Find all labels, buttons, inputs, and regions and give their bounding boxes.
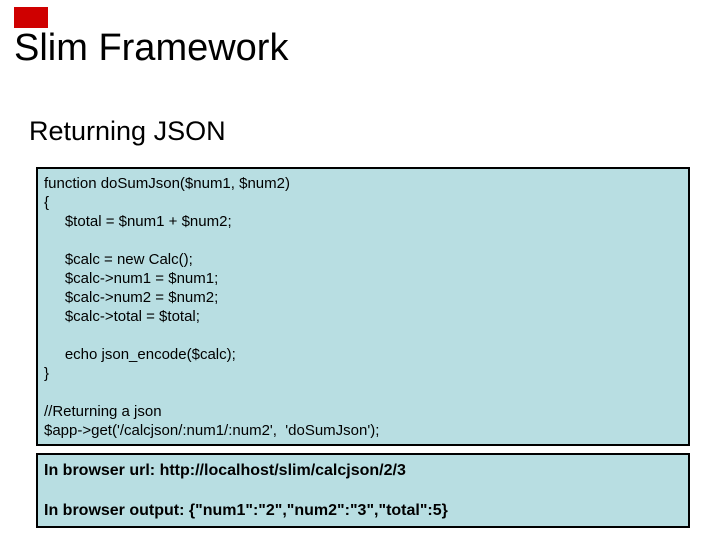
code-line: $calc = new Calc(); [44,251,193,268]
code-line: } [44,365,50,382]
code-line: $calc->num2 = $num2; [44,289,219,306]
result-box: In browser url: http://localhost/slim/ca… [36,453,690,528]
red-accent-rect [14,7,48,28]
code-line [44,383,682,402]
code-line: echo json_encode($calc); [44,346,236,363]
code-box: function doSumJson($num1, $num2) { $tota… [36,167,690,446]
slide-title: Slim Framework [14,27,289,69]
code-line: $app->get('/calcjson/:num1/:num2', 'doSu… [44,422,380,439]
code-line: { [44,194,50,211]
code-line: function doSumJson($num1, $num2) [44,175,290,192]
slide-subtitle: Returning JSON [29,116,226,146]
code-line: $total = $num1 + $num2; [44,213,232,230]
code-line [44,326,682,345]
result-line-output: In browser output: {"num1":"2","num2":"3… [44,502,448,519]
result-line-url: In browser url: http://localhost/slim/ca… [44,462,406,479]
code-line: $calc->num1 = $num1; [44,270,219,287]
code-line: $calc->total = $total; [44,308,200,325]
code-line [44,231,682,250]
code-line: //Returning a json [44,403,162,420]
